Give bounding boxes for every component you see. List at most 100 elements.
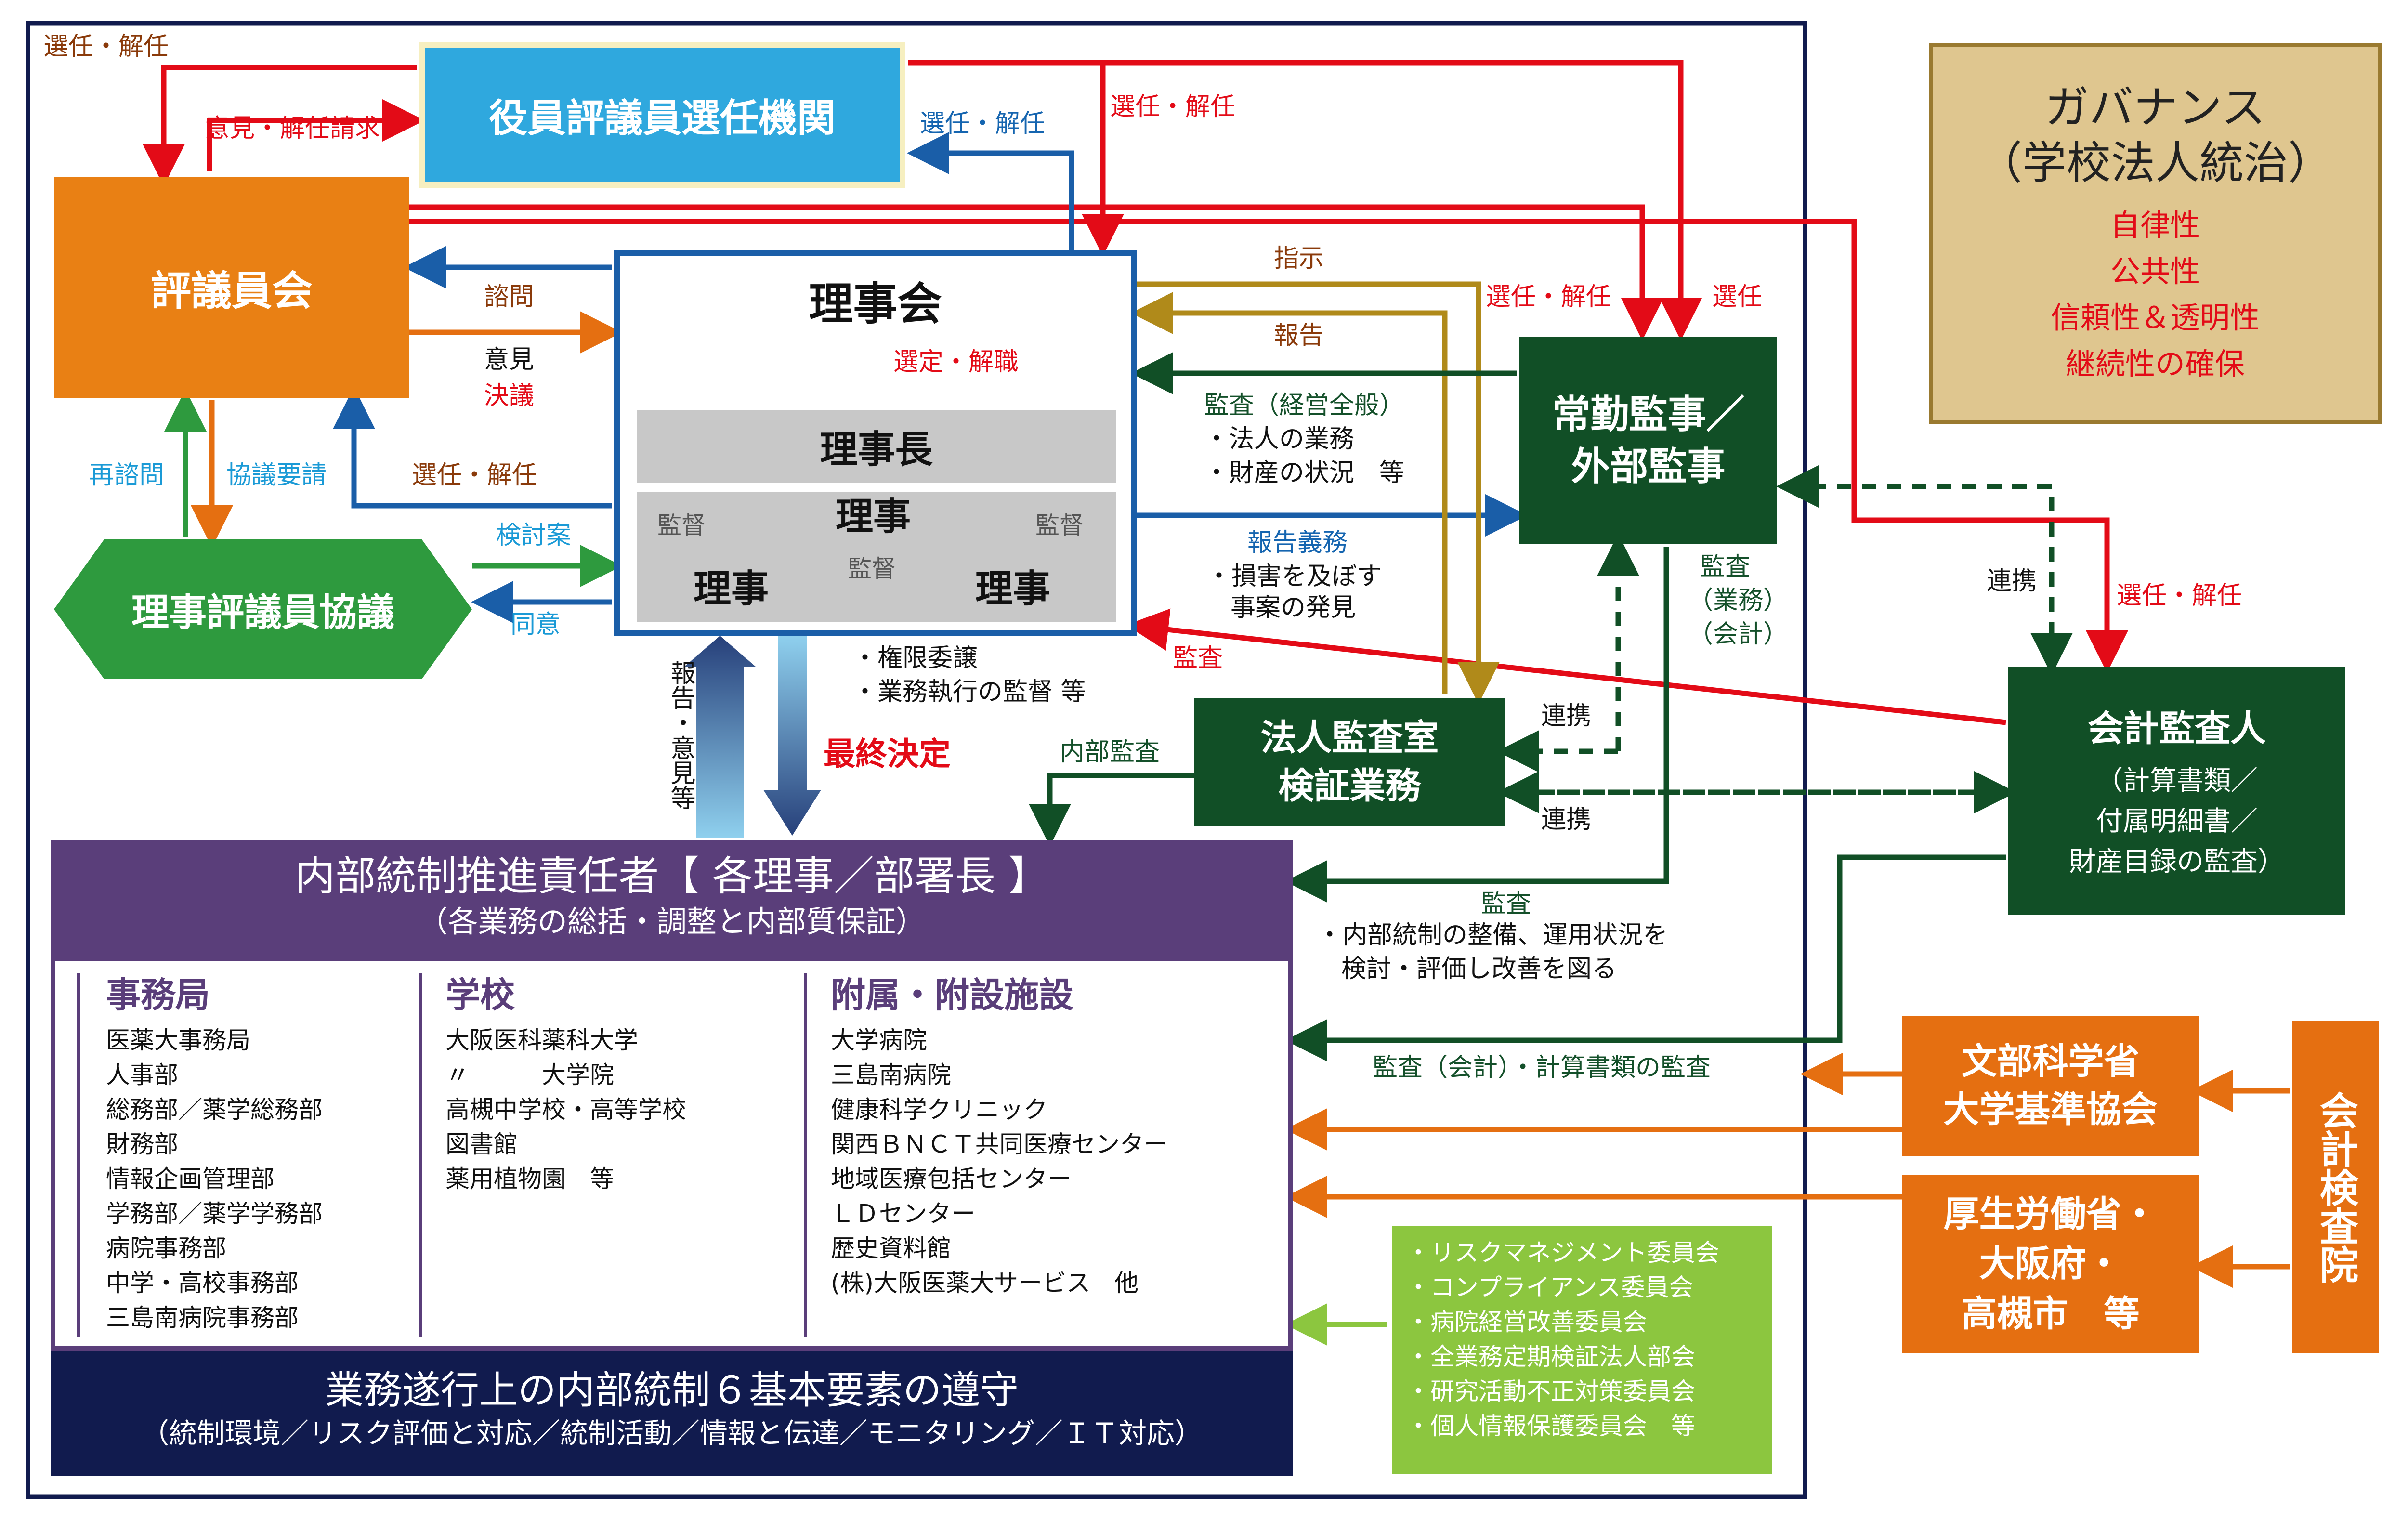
governance-subtitle: （学校法人統治） [1977,137,2332,189]
label-appoint-dismiss: 選任・解任 [43,32,169,61]
accounting-auditor-label: 会計監査人 [2088,708,2266,749]
label-reconsult: 再諮問 [89,461,165,490]
label-execution-supervision: ・業務執行の監督 等 [852,678,1086,707]
list-item: 薬用植物園 等 [445,1165,614,1193]
list-item: 〃 大学院 [445,1061,614,1089]
director-top: 理事 [836,495,911,538]
list-item: 学務部／薬学学務部 [106,1199,323,1228]
label-consent: 同意 [510,610,561,639]
label-internal-control-improve-1: ・内部統制の整備、運用状況を [1317,921,1668,950]
label-report-opinion: 報告・意見等 [666,660,695,810]
label-appoint-dismiss: 選任・解任 [1486,283,1611,312]
auditor-box: 常勤監事／ 外部監事 [1519,337,1777,544]
governance-box: ガバナンス （学校法人統治） 自律性 公共性 信頼性＆透明性 継続性の確保 [1929,43,2382,424]
internal-control-footer: 業務遂行上の内部統制６基本要素の遵守 （統制環境／リスク評価と対応／統制活動／情… [51,1351,1293,1476]
list-item: 情報企画管理部 [106,1165,275,1193]
list-item: 地域医療包括センター [831,1165,1072,1193]
label-audit: 監査 [1173,644,1223,673]
board-of-audit-label: 会計検査院 [2314,1091,2358,1284]
list-item: 病院事務部 [106,1234,226,1262]
director-council-consultation: 理事評議員協議 [54,539,472,679]
internal-control-title: 内部統制推進責任者【 各理事／部署長 】 [295,852,1049,900]
label-audit-business-3: （会計） [1688,620,1789,649]
label-proposal: 検討案 [496,521,572,550]
supervise-label-left: 監督 [657,511,706,539]
director-left: 理事 [694,567,769,611]
mhlw-label-2: 大阪府・ [1979,1243,2122,1285]
label-audit-overall: 監査（経営全般） [1204,391,1405,420]
list-item: 中学・高校事務部 [106,1269,299,1297]
mext-label-1: 文部科学省 [1961,1041,2140,1083]
label-internal-control-improve-2: 検討・評価し改善を図る [1341,955,1617,983]
label-instruction: 指示 [1274,244,1324,273]
label-report-duty: 報告義務 [1247,528,1348,557]
internal-audit-label-2: 検証業務 [1278,765,1421,807]
label-cooperation: 連携 [1541,702,1592,731]
list-item: 医薬大事務局 [106,1026,250,1054]
footer-subtitle: （統制環境／リスク評価と対応／統制活動／情報と伝達／モニタリング／ＩＴ対応） [141,1417,1203,1450]
label-appoint-dismiss: 選任・解任 [920,109,1046,138]
internal-audit-office: 法人監査室 検証業務 [1194,698,1505,826]
selection-body-label: 役員評議員選任機関 [489,96,836,141]
label-cooperation: 連携 [1987,567,2037,596]
label-assets: ・財産の状況 等 [1204,459,1405,487]
mext-label-2: 大学基準協会 [1943,1089,2158,1130]
director-right: 理事 [975,567,1051,611]
consultation-label: 理事評議員協議 [131,591,394,634]
label-resolution: 決議 [484,381,535,410]
governance-item: 自律性 [2110,207,2200,243]
governance-item: 継続性の確保 [2065,346,2245,382]
list-item: 三島南病院事務部 [106,1303,299,1332]
label-request-consultation: 協議要請 [226,461,327,490]
committee-item: ・研究活動不正対策委員会 [1406,1377,1695,1405]
committee-item: ・個人情報保護委員会 等 [1406,1412,1695,1440]
column-facilities: 附属・附設施設 大学病院 三島南病院 健康科学クリニック 関西ＢＮＣＴ共同医療セ… [831,973,1168,1300]
column-secretariat: 事務局 医薬大事務局 人事部 総務部／薬学総務部 財務部 情報企画管理部 学務部… [106,973,323,1335]
label-internal-audit: 内部監査 [1060,738,1160,767]
label-appoint-dismiss: 選任・解任 [412,461,537,490]
list-item: 高槻中学校・高等学校 [445,1095,686,1124]
council-box: 評議員会 [54,177,409,398]
auditor-label-2: 外部監事 [1571,444,1726,489]
accounting-auditor-box: 会計監査人 （計算書類／ 付属明細書／ 財産目録の監査） [2008,667,2345,915]
committees-box: ・リスクマネジメント委員会 ・コンプライアンス委員会 ・病院経営改善委員会 ・全… [1392,1226,1772,1474]
label-appoint: 選任 [1712,283,1763,312]
officer-selection-body: 役員評議員選任機関 [419,42,905,188]
supervise-label-bottom: 監督 [848,555,896,583]
list-item: (株)大阪医薬大サービス 他 [831,1269,1139,1297]
label-final-decision: 最終決定 [824,735,951,773]
list-item: 関西ＢＮＣＴ共同医療センター [831,1130,1168,1158]
label-corporate-business: ・法人の業務 [1204,425,1355,454]
list-item: 健康科学クリニック [831,1095,1047,1124]
board-title: 理事会 [809,278,942,330]
label-accounting-audit: 監査（会計）・計算書類の監査 [1373,1053,1711,1082]
label-appoint-dismiss: 選任・解任 [2117,581,2242,610]
committee-item: ・病院経営改善委員会 [1406,1308,1647,1336]
internal-control-header: 内部統制推進責任者【 各理事／部署長 】 （各業務の総括・調整と内部質保証） [51,840,1293,961]
internal-control-body: 事務局 医薬大事務局 人事部 総務部／薬学総務部 財務部 情報企画管理部 学務部… [51,961,1293,1351]
label-audit: 監査 [1481,890,1531,918]
board-of-audit-box: 会計検査院 [2292,1021,2379,1353]
label-report: 報告 [1274,321,1324,350]
list-item: ＬＤセンター [831,1199,975,1228]
column-title: 事務局 [106,975,210,1015]
label-consult: 諮問 [484,283,535,312]
accounting-auditor-sub: 財産目録の監査） [2069,846,2285,878]
list-item: 図書館 [445,1130,518,1158]
list-item: 大阪医科薬科大学 [445,1026,638,1054]
governance-title: ガバナンス [2044,81,2266,133]
committee-item: ・コンプライアンス委員会 [1406,1273,1693,1301]
board-box: 理事会 理事長 [614,250,1137,636]
committee-item: ・全業務定期検証法人部会 [1406,1343,1695,1371]
council-label: 評議員会 [150,267,313,314]
list-item: 三島南病院 [831,1061,951,1089]
label-audit-business-1: 監査 [1700,552,1751,581]
column-title: 附属・附設施設 [831,975,1074,1015]
label-damage-2: 事案の発見 [1230,593,1356,622]
mhlw-label-1: 厚生労働省・ [1943,1193,2158,1235]
committee-item: ・リスクマネジメント委員会 [1406,1239,1719,1267]
mhlw-label-3: 高槻市 等 [1961,1293,2140,1335]
label-opinion-dismiss-request: 意見・解任請求 [205,114,380,143]
